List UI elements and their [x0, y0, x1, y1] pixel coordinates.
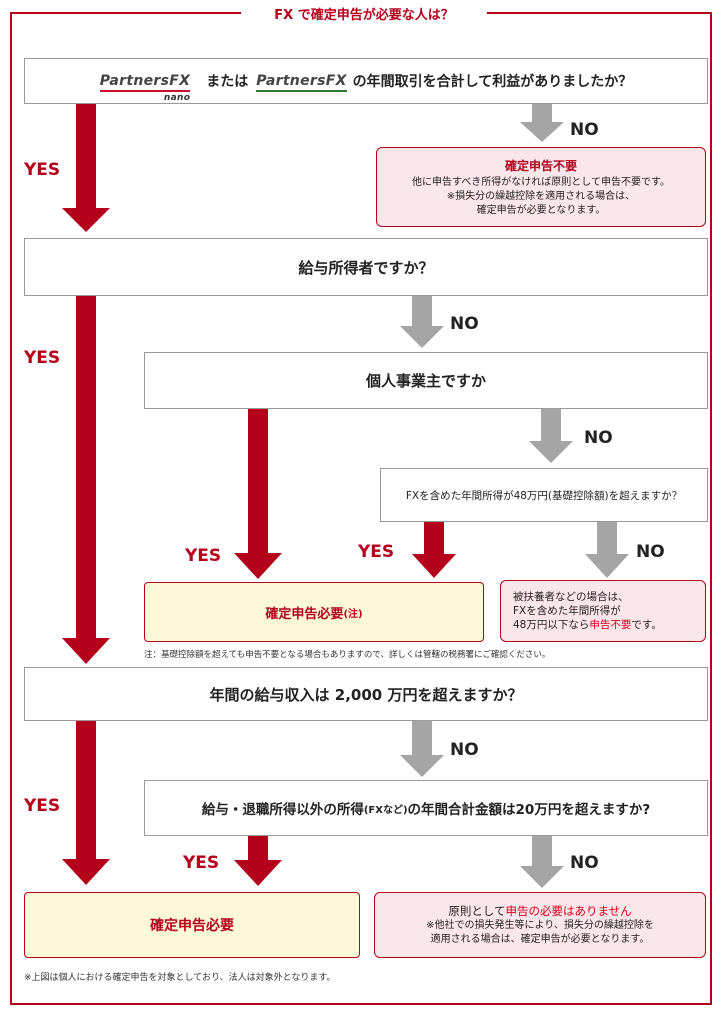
no-arrow-6: [520, 836, 564, 888]
question-sole-proprietor: 個人事業主ですか: [144, 352, 708, 409]
yes-label-4: YES: [358, 542, 395, 562]
logo-nano-sub: nano: [163, 93, 191, 103]
no-arrow-2: [400, 296, 444, 348]
no-label-6: NO: [570, 853, 599, 873]
yes-arrow-5: [62, 721, 110, 885]
result-dependent-line3-suffix: です。: [631, 619, 662, 631]
result-no-filing: 確定申告不要 他に申告すべき所得がなければ原則として申告不要です。 ※損失分の繰…: [376, 147, 706, 227]
result-required-final: 確定申告必要: [24, 892, 360, 958]
question-other-income-20: 給与・退職所得以外の所得(FXなど)の年間合計金額は20万円を超えますか?: [144, 780, 708, 836]
footnote: ※上図は個人における確定申告を対象としており、法人は対象外となります。: [24, 973, 336, 983]
result-final-no-line3: 適用される場合は、確定申告が必要となります。: [430, 934, 650, 945]
connector-text: または: [206, 74, 249, 90]
yes-arrow-2: [62, 296, 110, 664]
no-label-5: NO: [450, 740, 479, 760]
question-other-income-part2: (FXなど): [363, 804, 408, 816]
yes-arrow-4: [412, 522, 456, 578]
result-no-filing-line3: 確定申告が必要となります。: [476, 204, 606, 216]
result-final-no-line2: ※他社での損失発生等により、損失分の繰越控除を: [426, 920, 654, 931]
no-arrow-1: [520, 104, 564, 142]
flowchart-title: FX で確定申告が必要な人は？: [241, 2, 487, 24]
result-final-no-prefix: 原則として: [448, 904, 506, 918]
result-dependent: 被扶養者などの場合は、 FXを含めた年間所得が 48万円以下なら申告不要です。: [500, 580, 706, 642]
yes-arrow-1: [62, 104, 110, 232]
no-label-1: NO: [570, 120, 599, 140]
question-salaried: 給与所得者ですか？: [24, 238, 708, 296]
result-required-note-mark: (注): [343, 608, 363, 620]
result-dependent-line3-prefix: 48万円以下なら: [513, 619, 590, 631]
yes-arrow-6: [234, 836, 282, 886]
result-no-filing-line2: ※損失分の繰越控除を適用される場合は、: [446, 190, 636, 202]
yes-label-2: YES: [24, 348, 61, 368]
question-other-income-part1: 給与・退職所得以外の所得: [201, 802, 364, 818]
result-dependent-line1: 被扶養者などの場合は、: [513, 591, 629, 603]
logo-fx-text: PartnersFX: [256, 73, 347, 89]
result-required-note-text: 確定申告必要: [265, 606, 344, 622]
no-label-4: NO: [636, 542, 665, 562]
no-label-3: NO: [584, 428, 613, 448]
no-arrow-5: [400, 721, 444, 777]
result-dependent-line3: 48万円以下なら申告不要です。: [513, 618, 662, 632]
no-label-2: NO: [450, 314, 479, 334]
result-dependent-line3-red: 申告不要: [589, 619, 632, 631]
yes-arrow-3: [234, 409, 282, 579]
yes-label-5: YES: [24, 796, 61, 816]
result-dependent-line2: FXを含めた年間所得が: [513, 605, 621, 617]
result-no-filing-title: 確定申告不要: [504, 158, 577, 173]
question-salary-20m: 年間の給与収入は 2,000 万円を超えますか？: [24, 667, 708, 721]
result-final-no-line1: 原則として申告の必要はありません: [448, 903, 631, 919]
no-arrow-4: [585, 522, 629, 578]
logo-nano-text: PartnersFX: [99, 73, 191, 89]
yes-label-3: YES: [185, 546, 222, 566]
partnersfx-logo: PartnersFX: [256, 73, 347, 92]
question-other-income-part3: の年間合計金額は20万円を超えますか?: [407, 802, 651, 818]
logo-fx-bar: [256, 90, 347, 92]
question-profit-text: の年間取引を合計して利益がありましたか？: [352, 74, 633, 90]
question-profit: PartnersFX nano または PartnersFX の年間取引を合計し…: [24, 58, 708, 104]
question-income-48: FXを含めた年間所得が48万円(基礎控除額)を超えますか？: [380, 468, 708, 522]
no-arrow-3: [529, 409, 573, 463]
result-required-note: 確定申告必要(注): [144, 582, 484, 642]
partnersfx-nano-logo: PartnersFX nano: [99, 73, 191, 103]
logo-nano-bar: [99, 90, 191, 92]
yes-label-1: YES: [24, 160, 61, 180]
result-no-filing-line1: 他に申告すべき所得がなければ原則として申告不要です。: [412, 176, 670, 188]
result-final-no: 原則として申告の必要はありません ※他社での損失発生等により、損失分の繰越控除を…: [374, 892, 706, 958]
result-final-no-red: 申告の必要はありません: [505, 904, 632, 918]
note-basic-deduction: 注：基礎控除額を超えても申告不要となる場合もありますので、詳しくは管轄の税務署に…: [144, 650, 551, 660]
yes-label-6: YES: [183, 853, 220, 873]
